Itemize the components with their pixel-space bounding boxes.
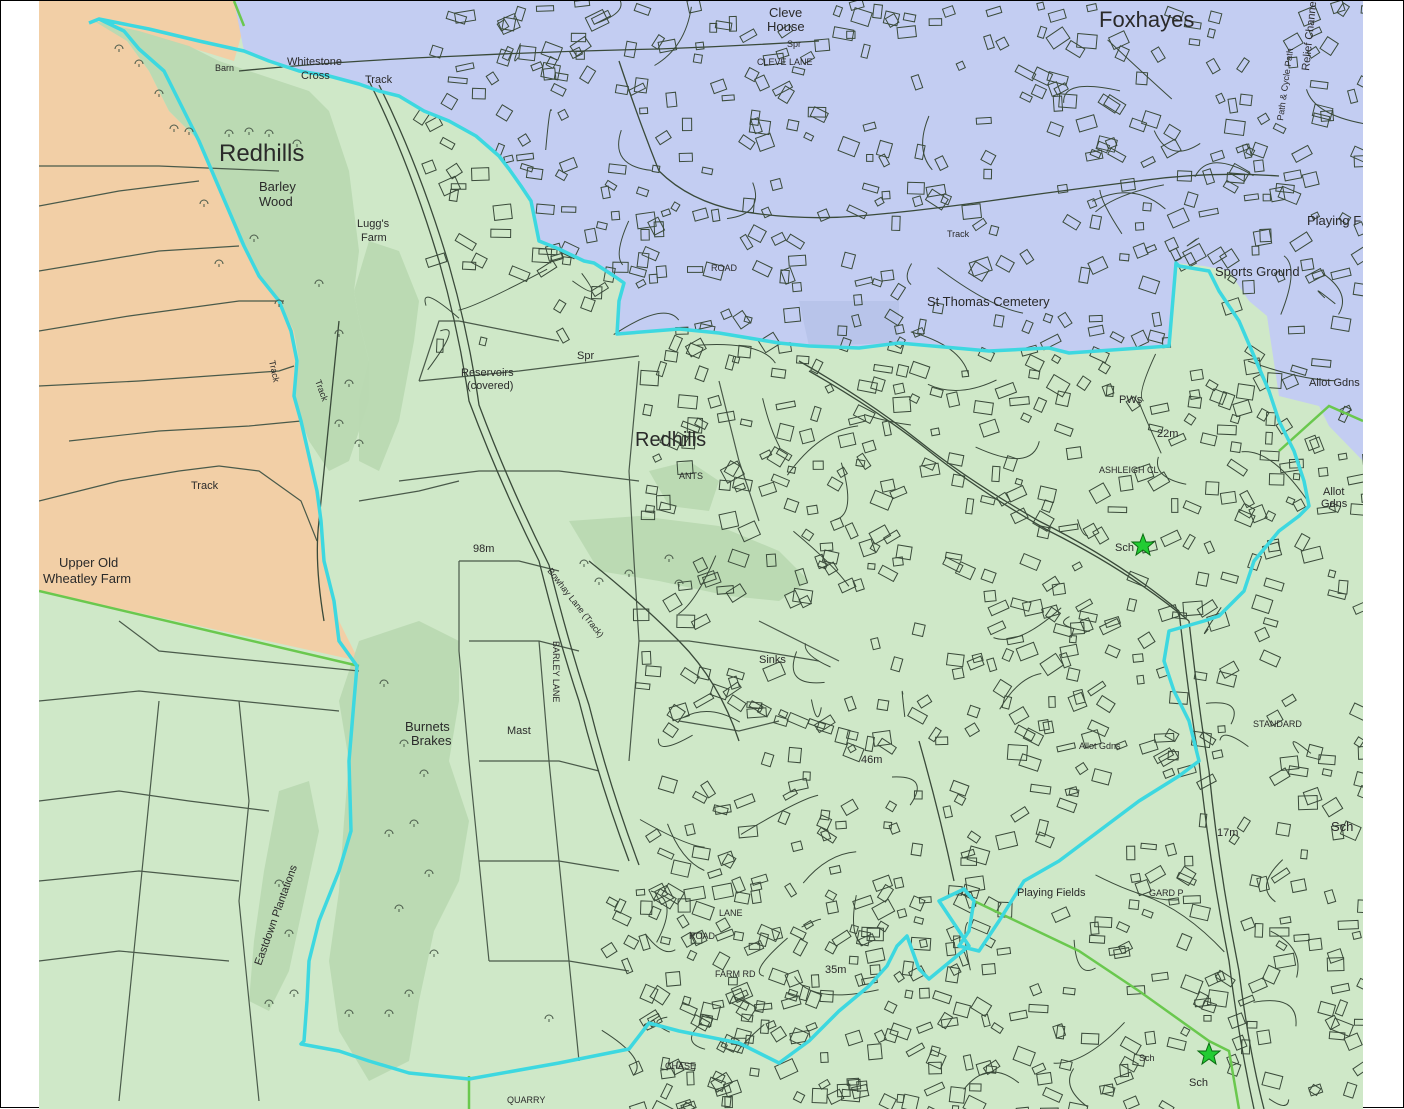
label-allot-gdns-e: Allot Gdns — [1309, 377, 1360, 389]
label-height-17m: 17m — [1217, 827, 1238, 839]
woodland-burnets-brakes — [329, 621, 469, 1081]
label-track-w: Track — [191, 480, 219, 492]
label-height-98m: 98m — [473, 543, 494, 555]
label-spr: Spr — [577, 350, 594, 362]
label-cleve-house-1: Cleve — [769, 5, 802, 20]
label-barley-wood-1: Barley — [259, 179, 296, 194]
woodland-cottages — [569, 516, 809, 601]
label-track-cem: Track — [947, 229, 970, 239]
label-cleve-house-2: House — [767, 19, 805, 34]
label-cleve-lane: CLEVE LANE — [757, 57, 813, 67]
label-sinks: Sinks — [759, 654, 786, 666]
label-spr-n: Spr — [787, 39, 801, 49]
ward-boundary-map[interactable]: Redhills Redhills Foxhayes Cleve House W… — [39, 1, 1363, 1109]
label-road-1: ROAD — [711, 263, 738, 273]
map-canvas: Redhills Redhills Foxhayes Cleve House W… — [39, 1, 1363, 1109]
label-barley-lane: BARLEY LANE — [551, 641, 561, 702]
label-farm-rd: FARM RD — [715, 969, 756, 979]
label-sch-2: Sch — [1189, 1077, 1208, 1089]
label-upper-old-wheatley-1: Upper Old — [59, 555, 118, 570]
label-sch-1: Sch — [1115, 542, 1134, 554]
label-whitestone-1: Whitestone — [287, 56, 342, 68]
label-redhills-nw: Redhills — [219, 140, 304, 167]
label-redhills-main: Redhills — [635, 429, 706, 451]
west-rural-ward-area — [39, 1, 244, 61]
woodland-luggs — [354, 241, 419, 471]
label-barley-wood-2: Wood — [259, 194, 293, 209]
woodland-eastdown — [249, 781, 319, 1011]
label-sports-ground: Sports Ground — [1215, 264, 1300, 279]
label-mast: Mast — [507, 725, 531, 737]
label-allot-gdns-e2-1: Allot — [1323, 486, 1344, 498]
label-allot-gdns-e2-2: Gdns — [1321, 498, 1348, 510]
field-boundaries — [39, 165, 840, 1102]
label-sch-3: Sch — [1331, 819, 1353, 834]
adjacent-ward-boundaries — [39, 1, 1363, 1109]
label-reservoirs-1: Reservoirs — [461, 367, 514, 379]
label-ashleigh-cl: ASHLEIGH CL — [1099, 465, 1159, 475]
label-sch-e: Sch — [1139, 1053, 1155, 1063]
label-chase: CHASE — [665, 1061, 696, 1071]
label-track-v1: Track — [267, 359, 281, 383]
label-height-22m: 22m — [1157, 428, 1178, 440]
school-marker-1[interactable] — [1130, 532, 1156, 557]
redhills-ward-boundary — [88, 17, 1311, 1081]
label-barn: Barn — [215, 63, 234, 73]
label-burnets-2: Brakes — [411, 733, 452, 748]
label-luggs-2: Farm — [361, 232, 387, 244]
label-road-2: ROAD — [689, 931, 716, 941]
woodland-redhills-west — [649, 461, 719, 511]
label-standard: STANDARD — [1253, 719, 1302, 729]
main-roads — [238, 40, 1280, 1109]
label-st-thomas-cemetery: St Thomas Cemetery — [927, 294, 1050, 309]
label-burnets-1: Burnets — [405, 719, 450, 734]
label-height-35m: 35m — [825, 964, 846, 976]
label-gard-p: GARD P — [1149, 888, 1184, 898]
label-playing-fields-ne: Playing F — [1307, 213, 1361, 228]
label-track-n: Track — [365, 74, 393, 86]
woodland-tree-symbols — [114, 44, 684, 1022]
label-ants: ANTS — [679, 471, 703, 481]
label-luggs-1: Lugg's — [357, 218, 390, 230]
north-ward-area — [234, 1, 1363, 461]
label-height-46m: 46m — [861, 754, 882, 766]
label-lane: LANE — [719, 908, 743, 918]
label-allot-gdns-c: Allot Gdns — [1079, 741, 1121, 751]
label-playing-fields-s: Playing Fields — [1017, 887, 1086, 899]
label-reservoirs-2: (covered) — [467, 380, 513, 392]
label-quarry: QUARRY — [507, 1095, 545, 1105]
school-marker-2[interactable] — [1196, 1041, 1222, 1066]
label-upper-old-wheatley-2: Wheatley Farm — [43, 571, 131, 586]
label-whitestone-2: Cross — [301, 70, 330, 82]
label-foxhayes: Foxhayes — [1099, 7, 1194, 32]
label-pws: PWs — [1119, 394, 1143, 406]
cemetery-lawn — [799, 301, 899, 346]
woodland-barley-wood — [94, 21, 369, 471]
